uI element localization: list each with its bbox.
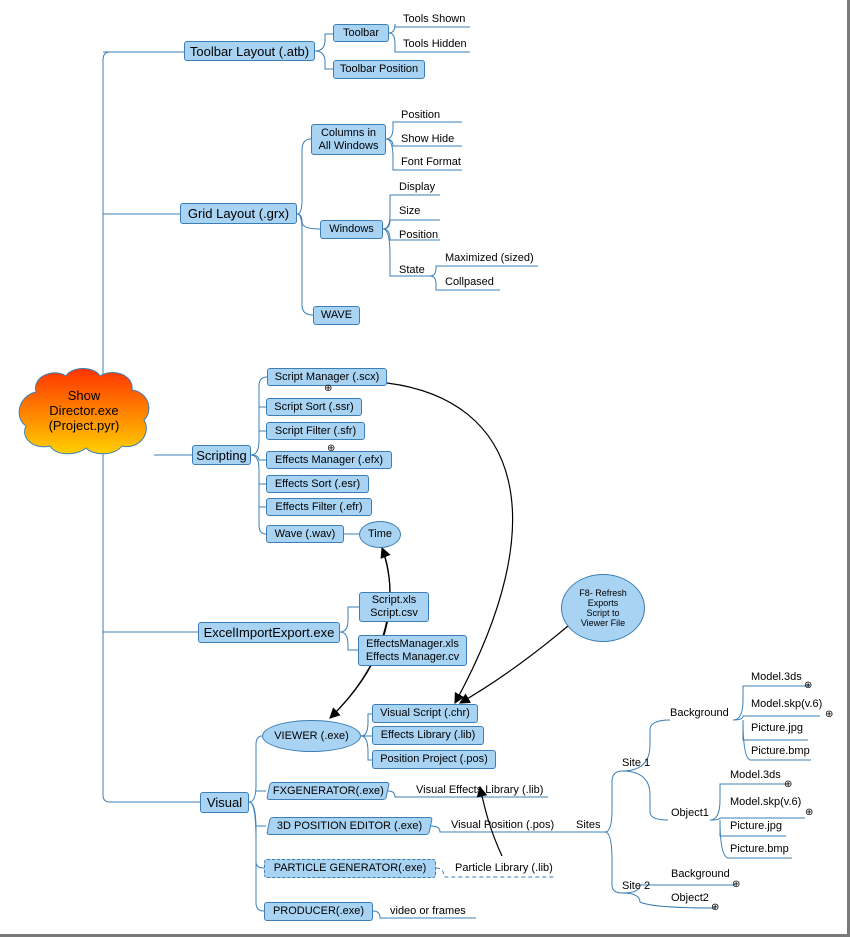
expand-icon[interactable]: ⊕ — [805, 807, 814, 818]
effects-sort-node[interactable]: Effects Sort (.esr) — [266, 475, 369, 493]
maximized-label: Maximized (sized) — [445, 252, 534, 264]
time-node[interactable]: Time — [359, 521, 401, 548]
effects-filter-node[interactable]: Effects Filter (.efr) — [266, 498, 372, 516]
tools-hidden-label: Tools Hidden — [403, 38, 467, 50]
fxgenerator-label: FXGENERATOR(.exe) — [272, 784, 384, 797]
position-editor-node[interactable]: 3D POSITION EDITOR (.exe) — [266, 817, 433, 835]
font-format-label: Font Format — [401, 156, 461, 168]
expand-icon[interactable]: ⊕ — [804, 680, 813, 691]
video-frames-label: video or frames — [390, 905, 466, 917]
columns-node[interactable]: Columns in All Windows — [311, 124, 386, 155]
tools-shown-label: Tools Shown — [403, 13, 466, 25]
expand-icon[interactable]: ⊕ — [324, 383, 333, 394]
script-files-node[interactable]: Script.xls Script.csv — [359, 592, 429, 622]
window-position-label: Position — [399, 229, 439, 241]
object1-label: Object1 — [671, 807, 709, 819]
grid-layout-node[interactable]: Grid Layout (.grx) — [180, 203, 297, 224]
script-filter-node[interactable]: Script Filter (.sfr) — [266, 422, 365, 440]
object-picture-jpg-label: Picture.jpg — [730, 820, 782, 832]
site1-label: Site 1 — [622, 757, 651, 769]
viewer-node[interactable]: VIEWER (.exe) — [262, 720, 361, 752]
object-picture-bmp-label: Picture.bmp — [730, 843, 789, 855]
wave-node[interactable]: WAVE — [313, 306, 360, 325]
particle-generator-node[interactable]: PARTICLE GENERATOR(.exe) — [264, 859, 436, 878]
background-label: Background — [670, 707, 729, 719]
object-model-3ds-label: Model.3ds — [730, 769, 781, 781]
expand-icon[interactable]: ⊕ — [327, 443, 336, 454]
model-3ds-label: Model.3ds — [751, 671, 802, 683]
object-model-skp-label: Model.skp(v.6) — [730, 796, 802, 808]
state-label: State — [399, 264, 425, 276]
particle-library-label: Particle Library (.lib) — [455, 862, 553, 874]
picture-bmp-label: Picture.bmp — [751, 745, 810, 757]
producer-node[interactable]: PRODUCER(.exe) — [264, 902, 373, 921]
root-label: Show Director.exe (Project.pyr) — [48, 387, 120, 433]
effects-library-node[interactable]: Effects Library (.lib) — [372, 726, 484, 745]
display-label: Display — [399, 181, 436, 193]
show-hide-label: Show Hide — [401, 133, 455, 145]
collapsed-label: Collpased — [445, 276, 494, 288]
toolbar-layout-node[interactable]: Toolbar Layout (.atb) — [184, 41, 315, 61]
model-skp-label: Model.skp(v.6) — [751, 698, 823, 710]
wave-file-node[interactable]: Wave (.wav) — [266, 525, 344, 543]
excel-import-export-node[interactable]: ExcelImportExport.exe — [198, 622, 340, 643]
size-label: Size — [399, 205, 421, 217]
expand-icon[interactable]: ⊕ — [711, 902, 720, 913]
visual-effects-library-label: Visual Effects Library (.lib) — [416, 784, 544, 796]
picture-jpg-label: Picture.jpg — [751, 722, 803, 734]
windows-node[interactable]: Windows — [320, 220, 383, 239]
root-cloud: Show Director.exe (Project.pyr) — [14, 364, 154, 456]
sites-label: Sites — [576, 819, 601, 831]
scripting-node[interactable]: Scripting — [192, 445, 251, 465]
fxgenerator-node[interactable]: FXGENERATOR(.exe) — [266, 782, 390, 800]
toolbar-node[interactable]: Toolbar — [333, 24, 389, 42]
refresh-note: F8- Refresh Exports Script to Viewer Fil… — [561, 574, 645, 642]
object2-label: Object2 — [671, 892, 709, 904]
position-editor-label: 3D POSITION EDITOR (.exe) — [276, 819, 423, 832]
script-manager-node[interactable]: Script Manager (.scx) — [267, 368, 387, 386]
visual-position-label: Visual Position (.pos) — [451, 819, 555, 831]
visual-node[interactable]: Visual — [200, 792, 249, 813]
position-label: Position — [401, 109, 441, 121]
expand-icon[interactable]: ⊕ — [825, 709, 834, 720]
position-project-node[interactable]: Position Project (.pos) — [372, 750, 496, 769]
background2-label: Background — [671, 868, 730, 880]
expand-icon[interactable]: ⊕ — [784, 779, 793, 790]
script-sort-node[interactable]: Script Sort (.ssr) — [266, 398, 362, 416]
visual-script-node[interactable]: Visual Script (.chr) — [372, 704, 478, 723]
effects-files-node[interactable]: EffectsManager.xls Effects Manager.cv — [358, 635, 467, 666]
effects-manager-node[interactable]: Effects Manager (.efx) — [266, 451, 392, 469]
toolbar-position-node[interactable]: Toolbar Position — [333, 60, 425, 79]
site2-label: Site 2 — [622, 880, 651, 892]
expand-icon[interactable]: ⊕ — [732, 879, 741, 890]
